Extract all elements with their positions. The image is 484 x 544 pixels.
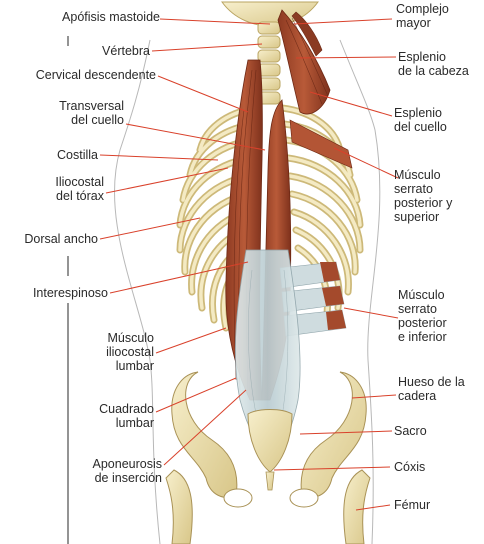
femur-left [166, 470, 192, 544]
label-apofisis-mastoide: Apófisis mastoide [0, 10, 160, 24]
label-serrato-posterior-superior: Músculo serrato posterior y superior [394, 168, 484, 224]
obturator-right [290, 489, 318, 507]
label-costilla: Costilla [0, 148, 98, 162]
label-serrato-posterior-inferior: Músculo serrato posterior e inferior [398, 288, 484, 344]
label-cervical-descendente: Cervical descendente [0, 68, 156, 82]
label-iliocostal-del-torax: Iliocostal del tórax [0, 175, 104, 203]
sacrum [248, 410, 292, 473]
obturator-left [224, 489, 252, 507]
label-coxis: Cóxis [394, 460, 484, 474]
label-sacro: Sacro [394, 424, 484, 438]
label-complejo-mayor: Complejo mayor [396, 2, 484, 30]
label-dorsal-ancho: Dorsal ancho [0, 232, 98, 246]
coccyx [266, 472, 274, 490]
label-aponeurosis-de-insercion: Aponeurosis de inserción [0, 457, 162, 485]
label-esplenio-del-cuello: Esplenio del cuello [394, 106, 484, 134]
label-transversal-del-cuello: Transversal del cuello [0, 99, 124, 127]
femur-right [344, 470, 370, 544]
label-esplenio-de-la-cabeza: Esplenio de la cabeza [398, 50, 484, 78]
label-musculo-iliocostal-lumbar: Músculo iliocostal lumbar [0, 331, 154, 373]
label-vertebra: Vértebra [0, 44, 150, 58]
label-interespinoso: Interespinoso [0, 286, 108, 300]
label-hueso-de-la-cadera: Hueso de la cadera [398, 375, 484, 403]
label-cuadrado-lumbar: Cuadrado lumbar [0, 402, 154, 430]
label-femur: Fémur [394, 498, 484, 512]
